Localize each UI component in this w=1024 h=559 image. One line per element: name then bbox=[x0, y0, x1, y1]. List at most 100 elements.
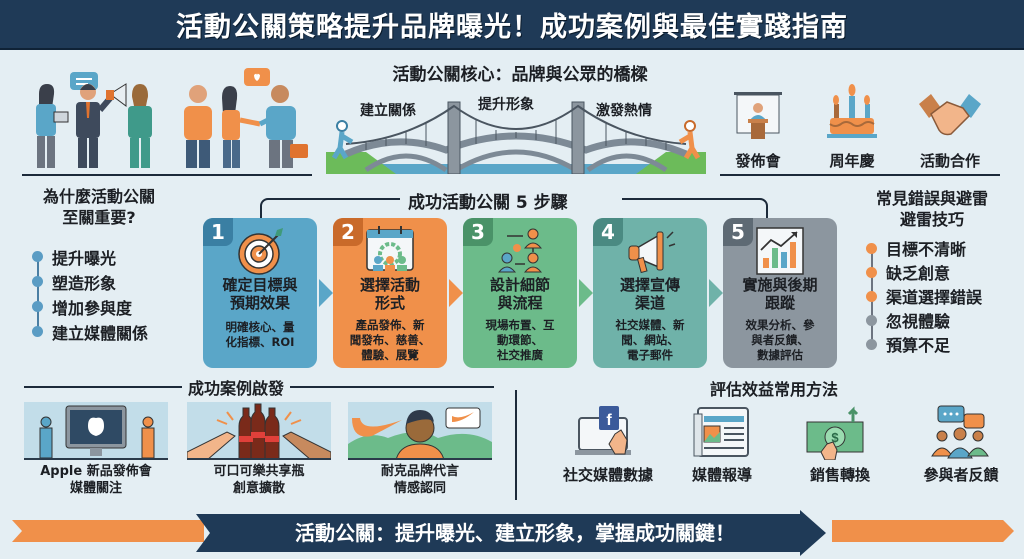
step-description: 效果分析、參與者反饋、數據評估 bbox=[745, 318, 815, 362]
step-title: 選擇活動形式 bbox=[359, 276, 420, 312]
people-networking-illustration bbox=[22, 66, 312, 174]
calendar-team-icon bbox=[366, 226, 414, 271]
handshake-icon bbox=[919, 94, 981, 136]
case-card-coca-cola: 可口可樂共享瓶創意擴散 bbox=[187, 402, 331, 497]
page-title: 活動公關策略提升品牌曝光！成功案例與最佳實踐指南 bbox=[176, 11, 848, 43]
list-item: 塑造形象 bbox=[32, 269, 148, 294]
case-card-nike: 耐克品牌代言情感認同 bbox=[348, 402, 492, 497]
mistakes-section-title: 常見錯誤與避雷 避雷技巧 bbox=[875, 189, 988, 229]
event-label: 發佈會 bbox=[735, 152, 781, 170]
svg-text:f: f bbox=[606, 412, 612, 429]
event-label: 活動合作 bbox=[919, 152, 980, 170]
bridge-label-build-relationship: 建立關係 bbox=[360, 103, 416, 119]
evaluation-method-media: 媒體報導 bbox=[676, 404, 768, 485]
bullet-dot-icon bbox=[32, 326, 43, 337]
bullet-dot-icon bbox=[32, 251, 43, 262]
evaluation-method-social: f 社交媒體數據 bbox=[548, 404, 668, 485]
list-item: 建立媒體關係 bbox=[32, 319, 148, 344]
step-card-1: 1 確定目標與預期效果 明確核心、量化指標、ROI bbox=[203, 218, 317, 368]
case-card-apple: Apple 新品發佈會媒體關注 bbox=[24, 402, 168, 497]
bullet-dot-icon bbox=[866, 290, 877, 302]
step-number: 2 bbox=[333, 218, 363, 246]
cases-section-title: 成功案例啟發 bbox=[182, 379, 291, 398]
social-media-laptop-icon: f bbox=[575, 406, 631, 455]
why-list: 提升曝光 塑造形象 增加參與度 建立媒體關係 bbox=[32, 244, 148, 344]
step-title: 設計細節與流程 bbox=[489, 276, 550, 312]
step-arrow-icon bbox=[579, 279, 593, 307]
step-title: 選擇宣傳渠道 bbox=[619, 276, 680, 312]
step-number: 5 bbox=[723, 218, 753, 246]
money-growth-icon: $ bbox=[806, 406, 864, 461]
steps-bracket-right bbox=[622, 198, 768, 218]
events-ground-line bbox=[720, 174, 1000, 176]
mistakes-list: 目標不清晰 缺乏創意 渠道選擇錯誤 忽視體驗 預算不足 bbox=[866, 236, 982, 356]
step-title: 確定目標與預期效果 bbox=[222, 276, 298, 312]
list-item: 提升曝光 bbox=[32, 244, 148, 269]
steps-bracket-left bbox=[260, 198, 400, 218]
step-description: 產品發佈、新聞發布、慈善、體驗、展覽 bbox=[349, 318, 431, 362]
step-description: 社交媒體、新聞、網站、電子郵件 bbox=[615, 318, 685, 362]
bullet-dot-icon bbox=[866, 242, 877, 254]
step-card-2: 2 選擇活動形式 產品發佈、新聞發布、慈善、體驗、展覽 bbox=[333, 218, 447, 368]
step-arrow-icon bbox=[319, 279, 333, 307]
list-item: 預算不足 bbox=[866, 332, 982, 356]
apple-launch-illustration bbox=[24, 402, 168, 460]
podium-presentation-icon bbox=[734, 92, 782, 139]
audience-feedback-icon bbox=[931, 405, 989, 459]
bridge-illustration: 建立關係 提升形象 激發熱情 bbox=[326, 92, 706, 174]
event-type-collaboration: 活動合作 bbox=[910, 90, 990, 171]
event-type-launch: 發佈會 bbox=[718, 86, 798, 171]
bullet-dot-icon bbox=[866, 338, 877, 350]
step-number: 1 bbox=[203, 218, 233, 246]
footer-arrow-right bbox=[832, 520, 1014, 542]
why-section-title: 為什麼活動公關 至關重要? bbox=[42, 187, 155, 227]
growth-chart-icon bbox=[756, 227, 804, 275]
list-item: 目標不清晰 bbox=[866, 236, 982, 260]
footer-arrow-left bbox=[12, 520, 204, 542]
page-header: 活動公關策略提升品牌曝光！成功案例與最佳實踐指南 bbox=[0, 0, 1024, 50]
step-number: 4 bbox=[593, 218, 623, 246]
birthday-cake-icon bbox=[827, 84, 877, 138]
bridge-section-title: 活動公關核心：品牌與公眾的橋樑 bbox=[392, 65, 648, 85]
case-caption: 可口可樂共享瓶創意擴散 bbox=[213, 464, 305, 496]
step-card-4: 4 選擇宣傳渠道 社交媒體、新聞、網站、電子郵件 bbox=[593, 218, 707, 368]
coke-bottles-illustration bbox=[187, 402, 331, 460]
footer-banner-text: 活動公關：提升曝光、建立形象，掌握成功關鍵！ bbox=[295, 521, 735, 545]
steps-section-title: 成功活動公關 5 步驟 bbox=[408, 193, 568, 213]
step-arrow-icon bbox=[449, 279, 463, 307]
svg-text:$: $ bbox=[831, 430, 839, 445]
step-card-5: 5 實施與後期跟蹤 效果分析、參與者反饋、數據評估 bbox=[723, 218, 837, 368]
event-label: 周年慶 bbox=[829, 152, 875, 170]
step-description: 明確核心、量化指標、ROI bbox=[225, 320, 295, 349]
case-caption: Apple 新品發佈會媒體關注 bbox=[40, 464, 152, 496]
bridge-label-improve-image: 提升形象 bbox=[478, 97, 534, 113]
list-item: 增加參與度 bbox=[32, 294, 148, 319]
evaluation-label: 媒體報導 bbox=[691, 466, 752, 484]
evaluation-section-title: 評估效益常用方法 bbox=[710, 380, 839, 399]
footer-banner: 活動公關：提升曝光、建立形象，掌握成功關鍵！ bbox=[196, 510, 826, 556]
bullet-dot-icon bbox=[32, 276, 43, 287]
evaluation-label: 銷售轉換 bbox=[809, 466, 870, 484]
target-icon bbox=[238, 228, 283, 275]
case-caption: 耐克品牌代言情感認同 bbox=[380, 464, 459, 496]
list-item: 缺乏創意 bbox=[866, 260, 982, 284]
step-arrow-icon bbox=[709, 279, 723, 307]
step-number: 3 bbox=[463, 218, 493, 246]
news-article-icon bbox=[693, 407, 749, 457]
workflow-people-icon bbox=[497, 228, 543, 273]
list-item: 忽視體驗 bbox=[866, 308, 982, 332]
evaluation-label: 社交媒體數據 bbox=[562, 466, 653, 484]
bullet-dot-icon bbox=[866, 266, 877, 278]
step-title: 實施與後期跟蹤 bbox=[742, 276, 818, 312]
evaluation-method-feedback: 參與者反饋 bbox=[906, 404, 1016, 485]
people-ground-line bbox=[22, 174, 312, 176]
step-description: 現場布置、互動環節、社交推廣 bbox=[485, 318, 555, 362]
megaphone-icon bbox=[628, 231, 676, 274]
nike-endorsement-illustration bbox=[348, 402, 492, 460]
step-card-3: 3 設計細節與流程 現場布置、互動環節、社交推廣 bbox=[463, 218, 577, 368]
evaluation-method-sales: $ 銷售轉換 bbox=[790, 404, 890, 485]
bullet-dot-icon bbox=[866, 314, 877, 326]
section-divider bbox=[515, 390, 517, 500]
evaluation-label: 參與者反饋 bbox=[923, 466, 999, 484]
list-item: 渠道選擇錯誤 bbox=[866, 284, 982, 308]
